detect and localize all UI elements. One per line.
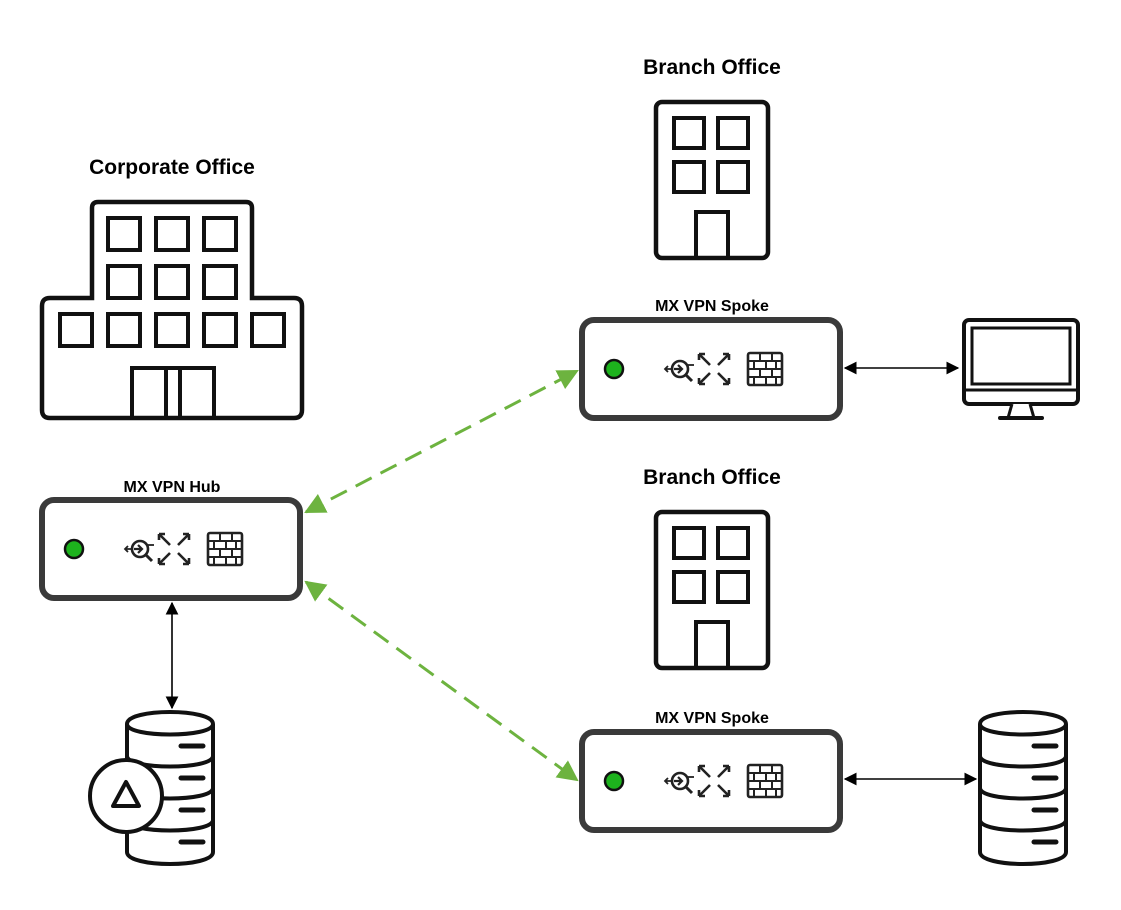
branch-office-top-title: Branch Office (643, 56, 781, 79)
mx-vpn-spoke-bottom: MX VPN Spoke (579, 710, 843, 833)
warning-triangle-icon (111, 780, 141, 808)
hub-label: MX VPN Hub (124, 479, 221, 496)
hub-status-led (63, 538, 85, 560)
branch-office-bottom-title: Branch Office (643, 466, 781, 489)
spoke-bottom-status-led (603, 770, 625, 792)
branch-office-bottom: Branch Office (643, 466, 781, 668)
spoke-top-status-led (603, 358, 625, 380)
branch-building-top-icon (656, 102, 768, 258)
mx-vpn-hub: MX VPN Hub (39, 479, 303, 601)
database-icon (980, 712, 1066, 864)
branch-office-top: Branch Office (643, 56, 781, 258)
hub-device-box (39, 497, 303, 601)
desktop-monitor-icon (962, 318, 1080, 420)
branch-building-bottom-icon (656, 512, 768, 668)
corporate-office: Corporate Office (39, 156, 305, 421)
vpn-tunnel-bottom (304, 580, 579, 782)
spoke-bottom-device-box (579, 729, 843, 833)
corporate-building-icon (39, 199, 305, 421)
mx-vpn-spoke-top: MX VPN Spoke (579, 298, 843, 421)
alert-badge (88, 758, 164, 834)
alert-database (88, 712, 213, 864)
vpn-tunnels (304, 369, 579, 782)
corporate-office-title: Corporate Office (89, 156, 255, 179)
spoke-top-device-box (579, 317, 843, 421)
spoke-bottom-label: MX VPN Spoke (655, 710, 769, 727)
spoke-top-label: MX VPN Spoke (655, 298, 769, 315)
vpn-tunnel-top (304, 369, 579, 514)
